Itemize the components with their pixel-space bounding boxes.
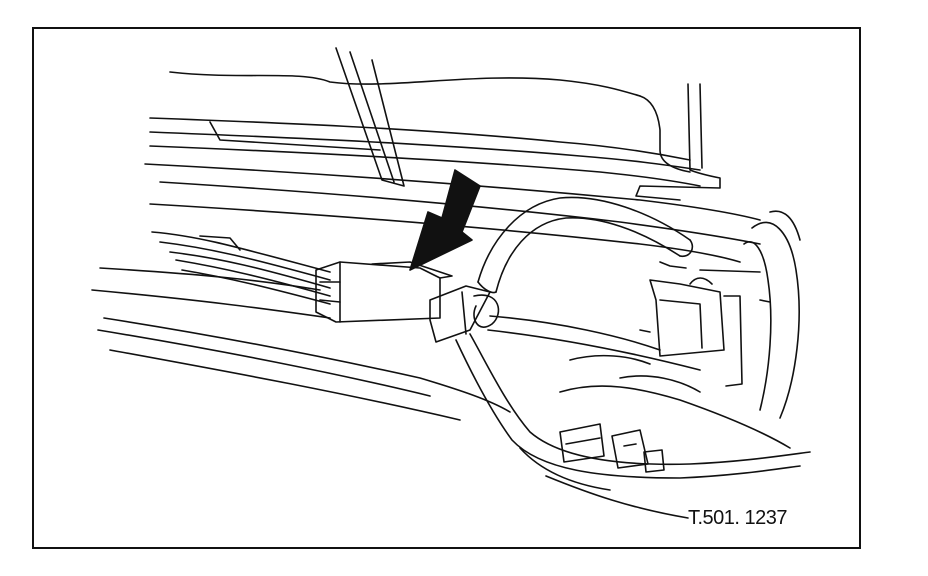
harness-tray [455,333,811,491]
connector-body [315,261,500,343]
tray-blocks [559,423,665,473]
upper-panel-lines [144,71,761,263]
right-mechanism [639,261,761,387]
leader-line [545,475,689,519]
lower-sill [91,267,701,421]
figure-reference-code: T.501. 1237 [688,507,788,529]
wire-bundle [151,231,331,305]
pillar-rod [335,47,405,187]
wheel-arch [743,210,801,419]
right-bracket [635,83,721,201]
hose [477,196,694,294]
figure-frame [32,27,861,549]
pointer-arrow [409,169,481,271]
